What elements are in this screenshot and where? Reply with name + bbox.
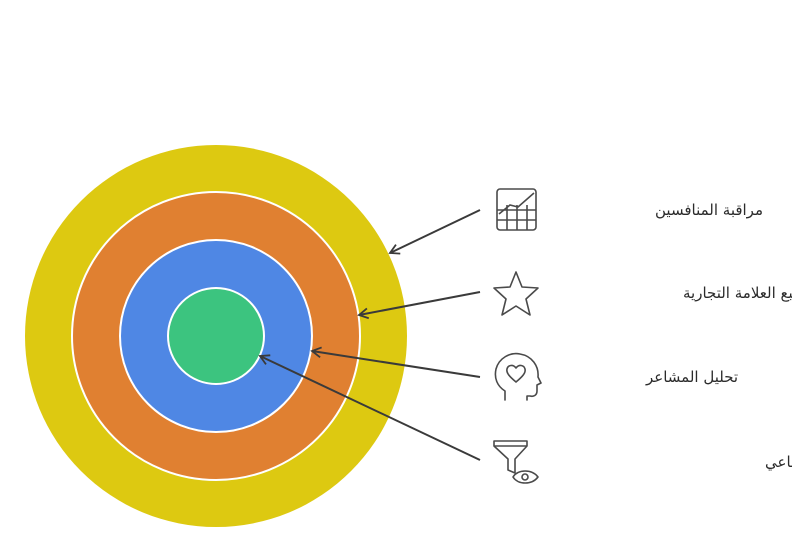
ring-center: [167, 287, 265, 385]
chart-grid-icon: [496, 188, 537, 231]
arrow-brand: [357, 291, 481, 320]
label-social-media-monitoring: مراقبة وسائل التواصل الاجتماعي: [765, 453, 792, 472]
head-heart-icon: [494, 352, 542, 401]
arrow-social: [258, 354, 481, 461]
label-brand-tracking: تتبع العلامة التجارية: [683, 284, 792, 302]
filter-eye-icon: [493, 440, 539, 484]
arrow-sentiment: [310, 346, 481, 378]
label-sentiment-analysis: تحليل المشاعر: [645, 368, 738, 386]
label-competitor-monitoring: مراقبة المنافسين: [655, 201, 763, 219]
star-icon: [493, 271, 539, 316]
arrow-competitors: [388, 209, 481, 255]
